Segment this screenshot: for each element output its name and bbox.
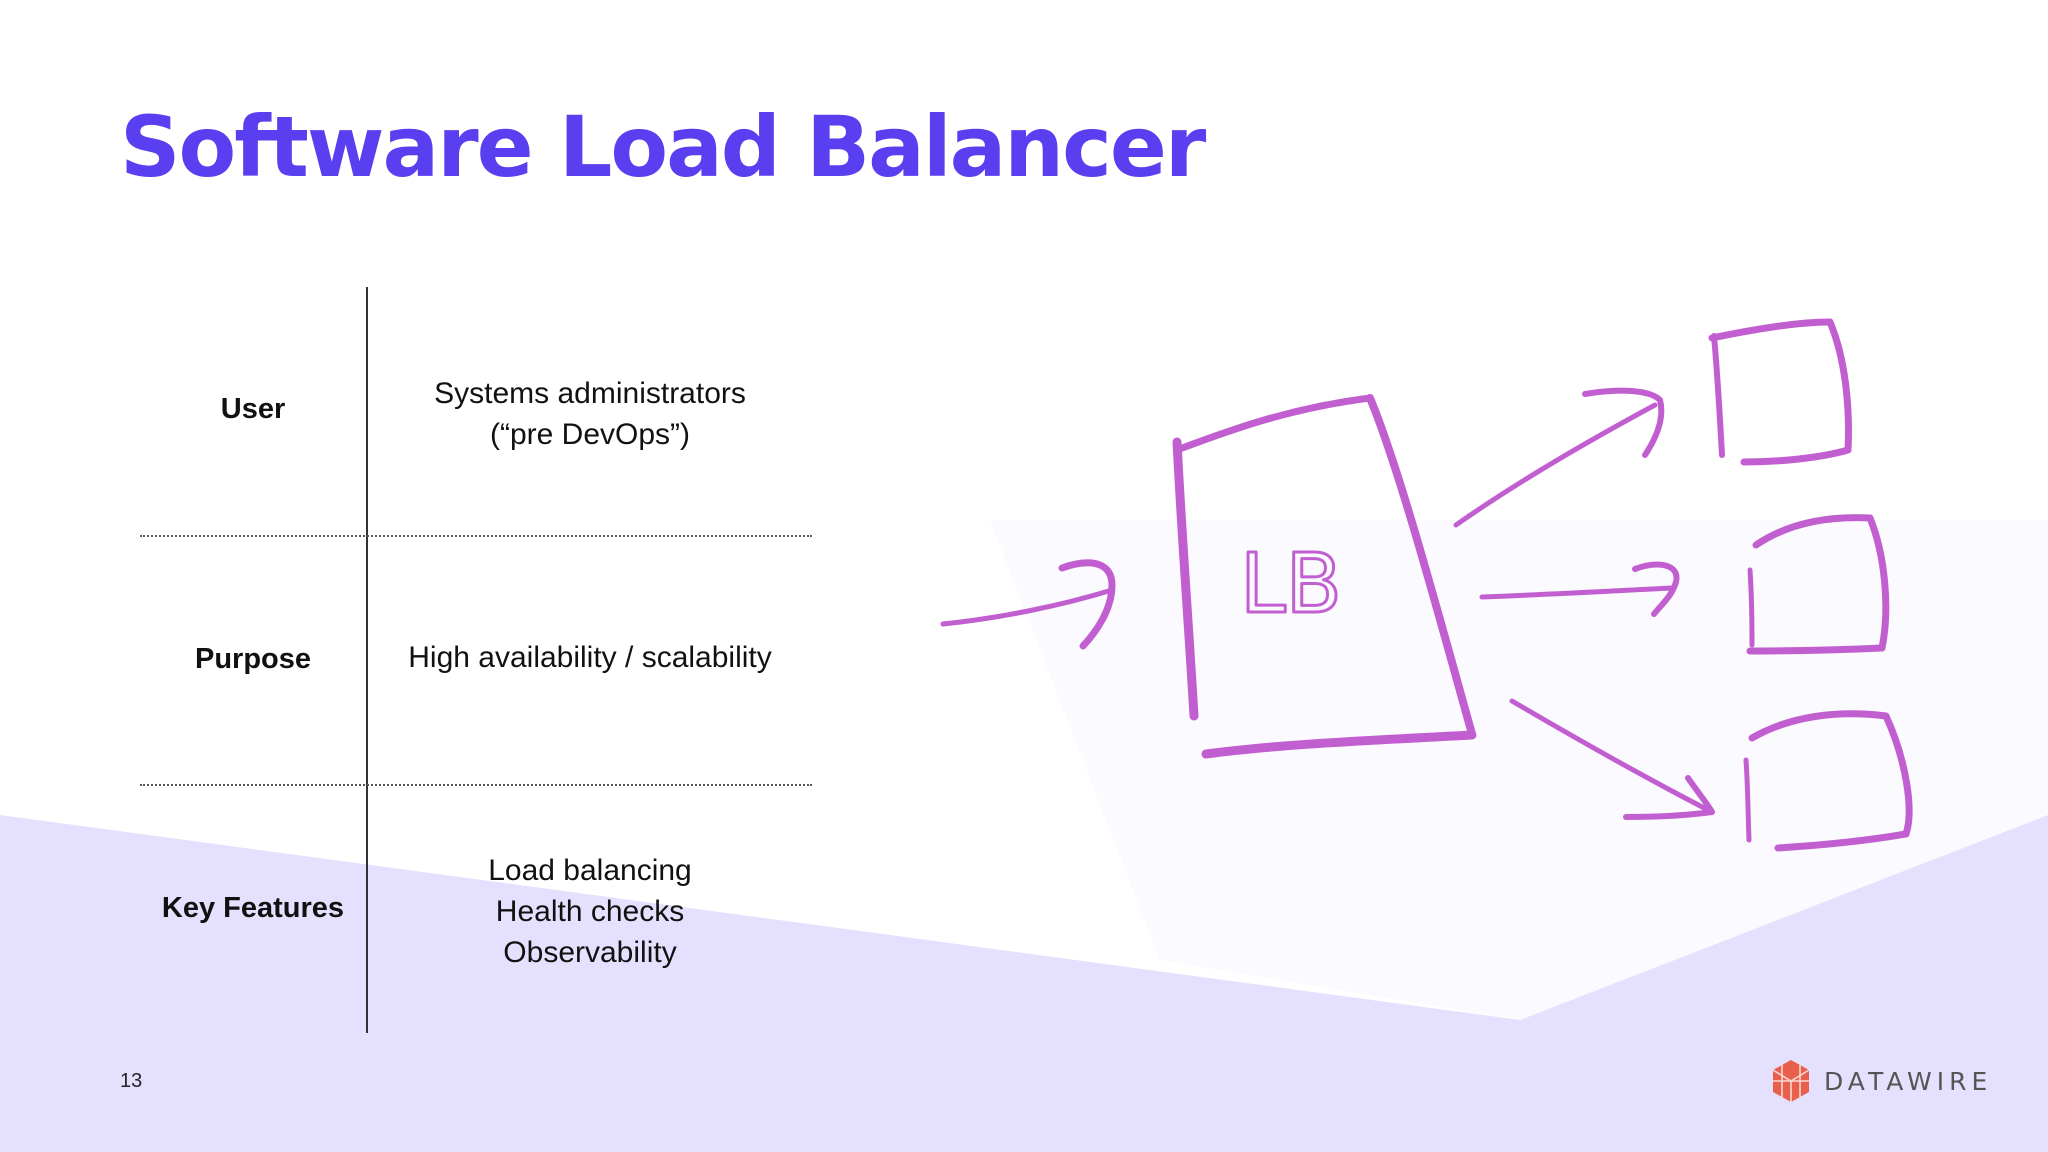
row-value-line: (“pre DevOps”)	[489, 418, 691, 451]
outgoing-arrow-middle	[1479, 561, 1680, 617]
info-table: User Systems administrators (“pre DevOps…	[140, 287, 812, 1033]
table-row-divider	[140, 535, 812, 537]
incoming-arrow	[940, 559, 1116, 650]
row-value-line: Load balancing	[488, 854, 692, 887]
server-box-middle	[1746, 514, 1890, 655]
row-value-line: Systems administrators	[434, 377, 746, 410]
row-value-key-features: Load balancing Health checks Observabili…	[368, 850, 812, 973]
table-row-divider	[140, 784, 812, 786]
brand-logo: DATAWIRE	[1770, 1058, 1992, 1104]
row-label-user: User	[220, 393, 286, 425]
server-box-bottom	[1743, 710, 1913, 852]
outgoing-arrow-bottom	[1509, 698, 1715, 820]
row-value-line: Observability	[503, 936, 677, 969]
outgoing-arrow-top	[1453, 387, 1665, 528]
row-value-line: High availability / scalability	[408, 641, 772, 674]
row-label-purpose: Purpose	[194, 643, 312, 675]
row-value-line: Health checks	[495, 895, 685, 928]
datawire-hexagon-logo-icon	[1772, 1060, 1810, 1102]
row-value-user: Systems administrators (“pre DevOps”)	[368, 373, 812, 455]
lb-box-label: LB	[1240, 537, 1342, 632]
brand-name: DATAWIRE	[1824, 1066, 1993, 1096]
lb-box	[1172, 394, 1477, 759]
row-label-key-features: Key Features	[161, 892, 345, 924]
table-vertical-divider	[366, 287, 368, 1033]
server-box-top	[1708, 318, 1852, 466]
slide-title: Software Load Balancer	[120, 98, 1206, 196]
row-value-purpose: High availability / scalability	[368, 637, 812, 678]
page-number: 13	[120, 1070, 143, 1092]
